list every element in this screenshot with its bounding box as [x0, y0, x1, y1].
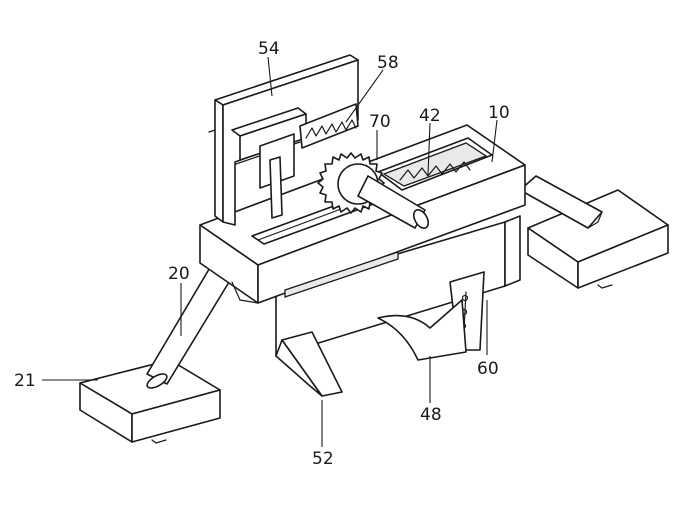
upright-frame: [208, 54, 359, 226]
leader-58: [345, 69, 384, 123]
label-52: 52: [312, 449, 334, 469]
right-strut: [519, 175, 603, 229]
label-20: 20: [168, 264, 190, 284]
right-foot-block: [527, 189, 669, 289]
leader-54: [267, 56, 273, 97]
leader-10: [491, 119, 498, 163]
label-48: 48: [420, 405, 442, 425]
lower-leg: [275, 331, 343, 397]
label-58: 58: [377, 53, 399, 73]
leader-lines: [42, 56, 498, 447]
label-60: 60: [477, 359, 499, 379]
blade-part: [377, 299, 467, 361]
label-21: 21: [14, 371, 36, 391]
label-10: 10: [488, 103, 510, 123]
lead-screw: [299, 103, 359, 149]
gear: [317, 152, 430, 229]
label-70: 70: [369, 112, 391, 132]
leader-42: [427, 122, 431, 176]
label-42: 42: [419, 106, 441, 126]
label-54: 54: [258, 39, 280, 59]
reference-labels: 54 58 70 42 10 20 21 52 48 60: [14, 39, 510, 469]
